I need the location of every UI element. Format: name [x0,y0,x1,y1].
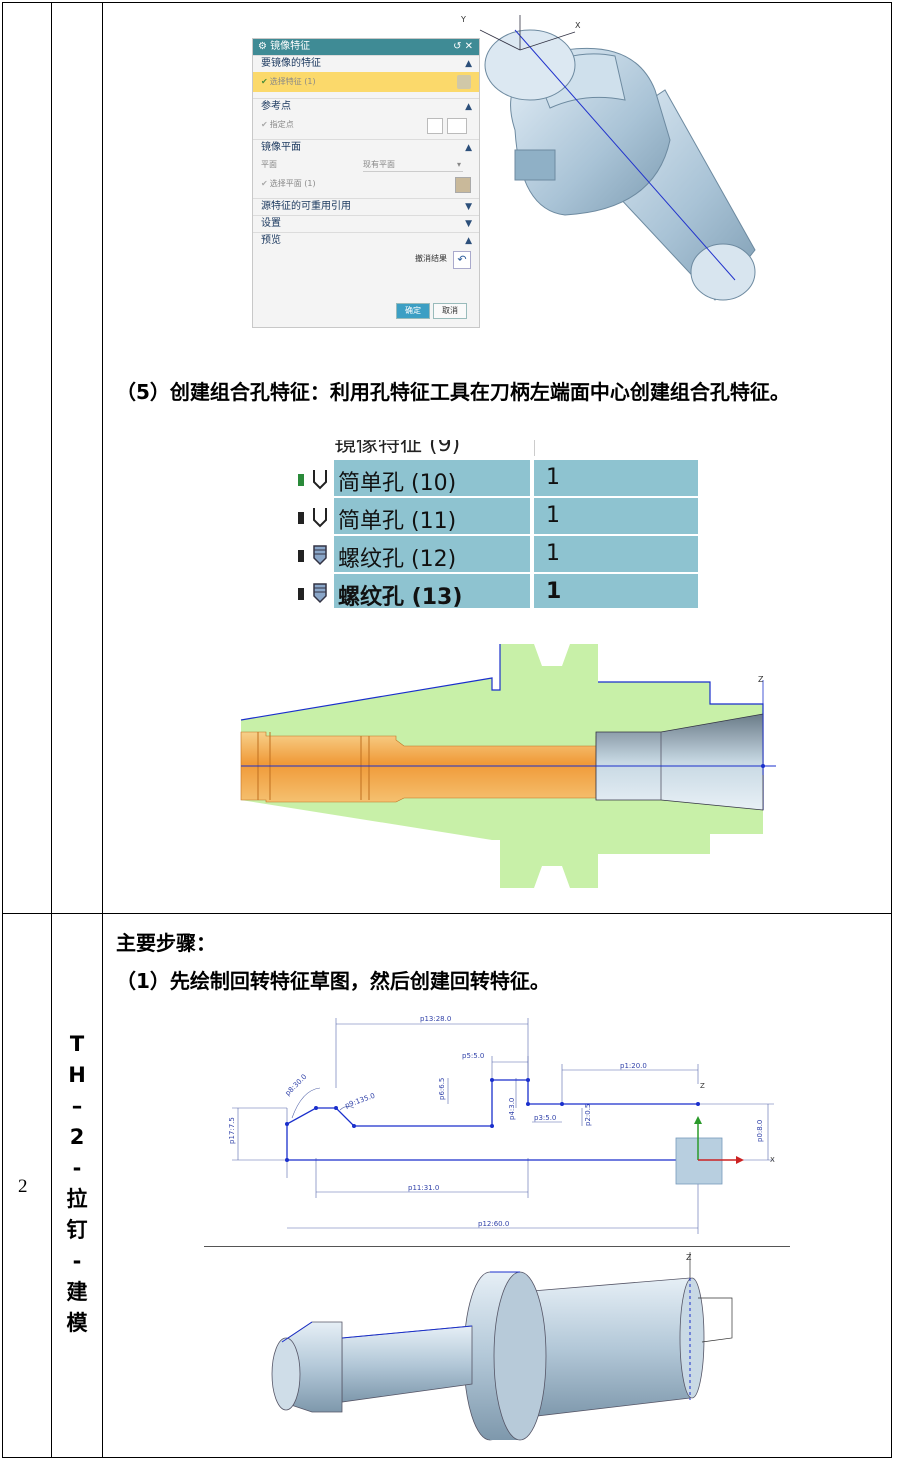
section-settings[interactable]: 设置▼ [253,215,479,232]
svg-text:p3:5.0: p3:5.0 [534,1114,556,1122]
threaded-hole-icon [298,545,327,566]
section-reusable-references[interactable]: 源特征的可重用引用▼ [253,198,479,215]
tool-holder-3d-model: Y X [460,15,756,301]
row-2-title: T H – 2 - 拉 钉 - 建 模 [66,1032,88,1335]
check-icon: ✔ [261,179,268,188]
svg-text:p0:8.0: p0:8.0 [756,1120,764,1142]
undo-result-row[interactable]: 撤消结果 ↶ [253,249,479,269]
dialog-controls[interactable]: ↺ ✕ [453,41,473,52]
chevron-up-icon[interactable]: ▲ [465,143,472,153]
svg-text:Z: Z [686,1253,692,1262]
chevron-up-icon[interactable]: ▲ [465,102,472,112]
point-inference-icon[interactable] [447,118,467,134]
section-preview[interactable]: 预览▲ [253,232,479,249]
plane-row: 平面 现有平面▾ [253,156,479,174]
check-icon: ✔ [261,120,268,129]
select-plane-row[interactable]: ✔选择平面 (1) [253,174,479,194]
column-divider-2 [102,3,103,1457]
row-number: 2 [18,1176,28,1197]
svg-text:p17:7.5: p17:7.5 [228,1117,236,1144]
chevron-down-icon: ▾ [456,160,461,169]
undo-icon[interactable]: ↶ [453,251,471,269]
partial-list-item: 镜像特征 (9) [334,440,461,457]
svg-text:p1:20.0: p1:20.0 [620,1062,647,1070]
gear-icon: ⚙ [258,41,267,52]
chevron-up-icon[interactable]: ▲ [465,59,472,69]
undo-result-label: 撤消结果 [415,254,447,263]
select-feature-icon[interactable] [457,75,471,89]
step-5-text: （5）创建组合孔特征：利用孔特征工具在刀柄左端面中心创建组合孔特征。 [116,380,790,404]
chevron-down-icon[interactable]: ▼ [465,219,472,229]
simple-hole-icon [298,470,327,490]
svg-text:p11:31.0: p11:31.0 [408,1184,439,1192]
section-mirror-plane[interactable]: 镜像平面▲ [253,139,479,156]
feature-navigator-list: 镜像特征 (9) 简单孔 (10) 1 简单孔 (11) 1 螺纹孔 (12) … [296,440,698,608]
svg-text:p8:30.0: p8:30.0 [284,1073,309,1098]
svg-text:p9:135.0: p9:135.0 [344,1092,376,1110]
chevron-down-icon[interactable]: ▼ [465,202,472,212]
list-item[interactable]: 简单孔 (10) 1 [296,460,698,496]
plane-select[interactable]: 现有平面▾ [363,158,463,172]
main-steps-heading: 主要步骤： [116,931,216,955]
point-dialog-icon[interactable] [427,118,443,134]
svg-text:Z: Z [758,675,764,684]
check-icon: ✔ [261,77,268,86]
section-reference-point[interactable]: 参考点▲ [253,98,479,115]
svg-text:p12:60.0: p12:60.0 [478,1220,509,1228]
tool-holder-section-view: Z [240,644,776,888]
plane-icon[interactable] [455,177,471,193]
datum-plane-icon [675,1137,723,1185]
dialog-title: 镜像特征 [270,41,311,52]
list-item-selected[interactable]: 螺纹孔 (13) 1 [296,574,698,608]
svg-text:p4:3.0: p4:3.0 [508,1098,516,1120]
step-1-text: （1）先绘制回转特征草图，然后创建回转特征。 [116,969,550,993]
column-divider-1 [51,3,52,1457]
mirror-feature-dialog: ⚙ 镜像特征 ↺ ✕ 要镜像的特征▲ ✔选择特征 (1) 参考点▲ ✔指定点 镜… [252,38,480,328]
list-item[interactable]: 螺纹孔 (12) 1 [296,536,698,572]
simple-hole-icon [298,508,327,528]
svg-text:X: X [770,1156,775,1164]
svg-text:Z: Z [700,1082,705,1090]
svg-text:X: X [575,21,581,30]
row-divider [3,913,891,914]
svg-text:p6:6.5: p6:6.5 [438,1078,446,1100]
pull-stud-3d-model: Z [271,1252,733,1441]
list-item[interactable]: 简单孔 (11) 1 [296,498,698,534]
divider [204,1246,790,1247]
specify-point-row[interactable]: ✔指定点 [253,115,479,135]
svg-text:p13:28.0: p13:28.0 [420,1015,451,1023]
select-feature-row[interactable]: ✔选择特征 (1) [253,72,479,92]
threaded-hole-icon [298,583,327,604]
ok-button[interactable]: 确定 [396,303,430,319]
svg-text:p5:5.0: p5:5.0 [462,1052,484,1060]
cancel-button[interactable]: 取消 [433,303,467,319]
revolve-sketch: p13:28.0 p5:5.0 p1:20.0 p8:30.0 p9:135.0… [228,1015,775,1234]
section-features-to-mirror[interactable]: 要镜像的特征▲ [253,55,479,72]
svg-text:Y: Y [460,15,466,24]
dialog-title-bar: ⚙ 镜像特征 ↺ ✕ [253,39,479,55]
svg-text:p2:0.5: p2:0.5 [584,1104,592,1126]
chevron-up-icon[interactable]: ▲ [465,236,472,246]
